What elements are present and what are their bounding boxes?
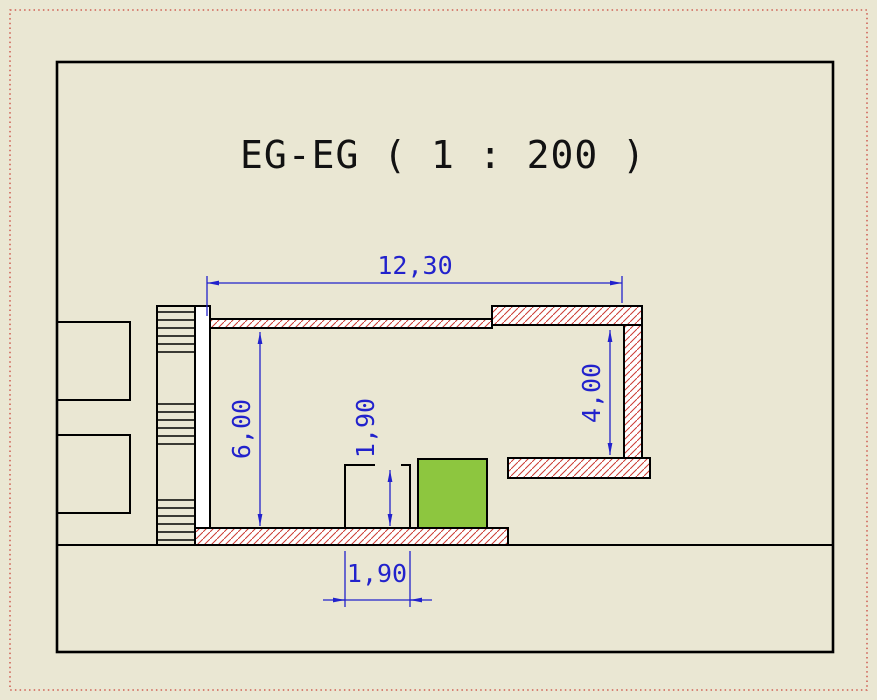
- dimension-value[interactable]: 12,30: [377, 251, 452, 280]
- wall-right: [623, 324, 643, 479]
- wall-top: [209, 318, 493, 329]
- shaft-highlight[interactable]: [417, 458, 488, 529]
- stair-treads-upper: [156, 311, 196, 353]
- wall-bottom: [194, 527, 509, 546]
- small-room-walls: [344, 464, 411, 529]
- view-title[interactable]: EG-EG ( 1 : 200 ): [240, 133, 646, 177]
- dimension-value[interactable]: 6,00: [227, 399, 256, 459]
- stair-treads-lower: [156, 499, 196, 541]
- wall-lower-right: [507, 457, 651, 479]
- dimension-value[interactable]: 1,90: [351, 398, 380, 458]
- building-section: [56, 305, 834, 546]
- stair-treads-middle: [156, 403, 196, 445]
- sheet-dotted-border: [9, 9, 868, 691]
- dimension-value[interactable]: 4,00: [577, 363, 606, 423]
- wall-left: [194, 305, 211, 529]
- left-wing-lower: [56, 434, 131, 514]
- dimension-room-depth-left[interactable]: 6,00: [227, 332, 263, 526]
- left-wing-upper: [56, 321, 131, 401]
- dimension-total-width[interactable]: 12,30: [206, 251, 623, 316]
- dimension-small-room-width[interactable]: 1,90: [323, 551, 432, 607]
- dimension-value[interactable]: 1,90: [347, 559, 407, 588]
- dimension-small-room-depth[interactable]: 1,90: [351, 398, 393, 526]
- dimension-room-depth-right[interactable]: 4,00: [577, 330, 613, 455]
- wall-top-right: [491, 305, 643, 326]
